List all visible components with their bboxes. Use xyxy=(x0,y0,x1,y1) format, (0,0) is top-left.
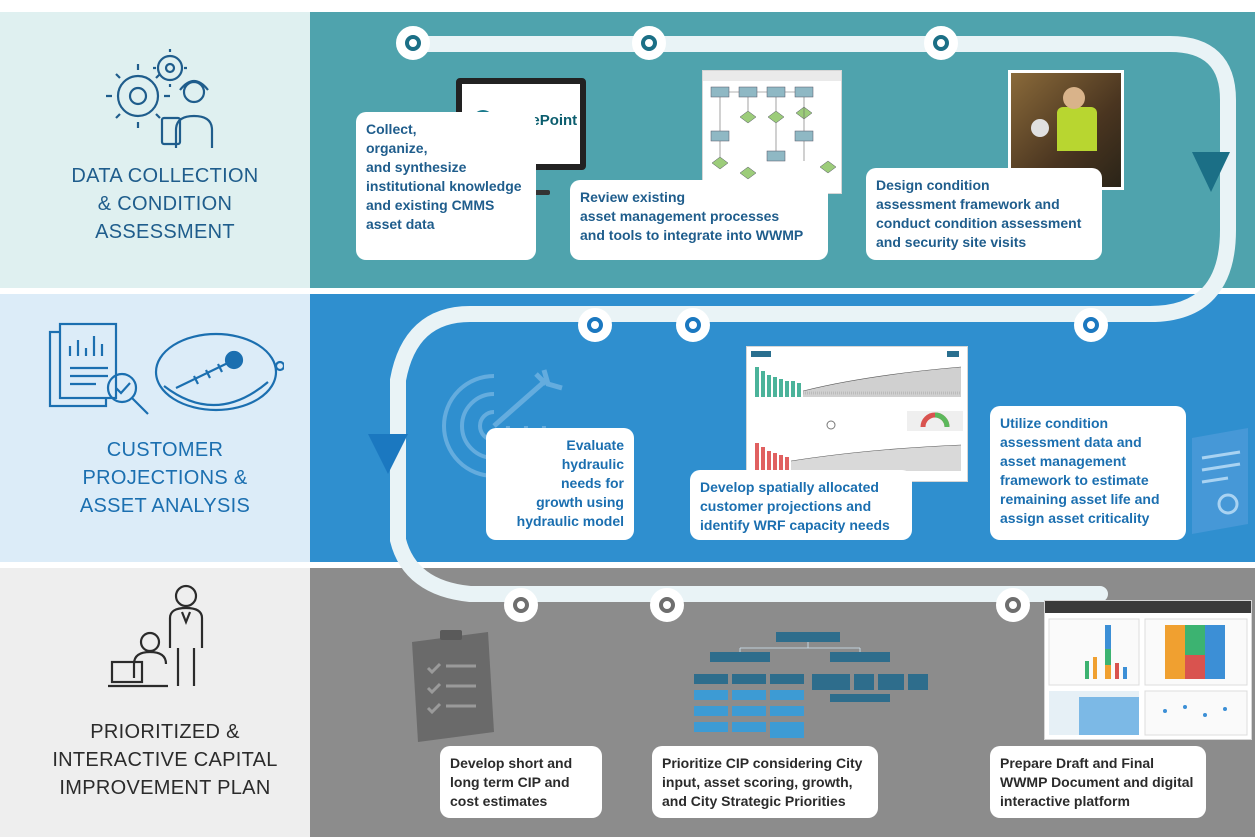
step-node-8 xyxy=(650,588,684,622)
step-card-review-processes: Review existing asset management process… xyxy=(570,180,828,260)
step-card-prepare-draft: Prepare Draft and Final WWMP Document an… xyxy=(990,746,1206,818)
card-4-line-5: hydraulic model xyxy=(516,513,624,529)
card-7-line-2: long term CIP and xyxy=(450,774,570,790)
card-9-line-2: WWMP Document and digital xyxy=(1000,774,1194,790)
band-2-label-line-3: ASSET ANALYSIS xyxy=(79,495,251,517)
card-2-line-1: Review existing xyxy=(580,189,686,205)
card-5-line-3: identify WRF capacity needs xyxy=(700,517,890,533)
capacity-dashboard-image xyxy=(746,346,968,482)
card-6-line-2: assessment data and xyxy=(1000,434,1142,450)
band-3-label-line-2: INTERACTIVE CAPITAL xyxy=(52,749,278,771)
step-card-prioritize-cip: Prioritize CIP considering City input, a… xyxy=(652,746,878,818)
card-5-line-2: customer projections and xyxy=(700,498,872,514)
card-3-line-4: and security site visits xyxy=(876,234,1027,250)
band-1-label: DATA COLLECTION & CONDITION ASSESSMENT xyxy=(10,162,320,246)
card-5-line-1: Develop spatially allocated xyxy=(700,479,879,495)
certificate-icon xyxy=(1184,424,1250,534)
report-magnifier-icon xyxy=(44,316,286,436)
step-card-short-long-cip: Develop short and long term CIP and cost… xyxy=(440,746,602,818)
card-2-line-3: and tools to integrate into WWMP xyxy=(580,227,804,243)
card-7-line-1: Develop short and xyxy=(450,755,573,771)
card-6-line-1: Utilize condition xyxy=(1000,415,1109,431)
band-3-label-line-3: IMPROVEMENT PLAN xyxy=(59,777,271,799)
step-card-collect-data: Collect, organize, and synthesize instit… xyxy=(356,112,536,260)
step-card-design-condition: Design condition assessment framework an… xyxy=(866,168,1102,260)
band-2-label-line-1: CUSTOMER xyxy=(106,439,224,461)
card-6-line-5: remaining asset life and xyxy=(1000,491,1160,507)
card-1-line-2: organize, xyxy=(366,140,428,156)
band-3-left-panel xyxy=(0,568,330,837)
step-card-customer-projections: Develop spatially allocated customer pro… xyxy=(690,470,912,540)
step-node-4 xyxy=(578,308,612,342)
card-1-line-6: asset data xyxy=(366,216,435,232)
card-6-line-4: framework to estimate xyxy=(1000,472,1149,488)
step-node-3 xyxy=(924,26,958,60)
band-1-label-line-2: & CONDITION xyxy=(97,193,233,215)
step-card-utilize-condition: Utilize condition assessment data and as… xyxy=(990,406,1186,540)
card-6-line-6: assign asset criticality xyxy=(1000,510,1150,526)
prioritization-tree-image xyxy=(690,630,930,750)
step-node-2 xyxy=(632,26,666,60)
card-1-line-3: and synthesize xyxy=(366,159,467,175)
card-3-line-1: Design condition xyxy=(876,177,990,193)
band-1-label-line-3: ASSESSMENT xyxy=(95,221,235,243)
band-3-label-line-1: PRIORITIZED & xyxy=(90,721,240,743)
step-card-evaluate-hydraulic: Evaluate hydraulic needs for growth usin… xyxy=(486,428,634,540)
card-8-line-1: Prioritize CIP considering City xyxy=(662,755,863,771)
card-7-line-3: cost estimates xyxy=(450,793,548,809)
card-4-line-4: growth using xyxy=(536,494,624,510)
checklist-clipboard-icon xyxy=(406,628,496,744)
card-9-line-3: interactive platform xyxy=(1000,793,1130,809)
card-4-line-2: hydraulic xyxy=(561,456,624,472)
card-6-line-3: asset management xyxy=(1000,453,1127,469)
card-3-line-3: conduct condition assessment xyxy=(876,215,1082,231)
step-node-1 xyxy=(396,26,430,60)
band-3-label: PRIORITIZED & INTERACTIVE CAPITAL IMPROV… xyxy=(10,718,320,802)
band-1-label-line-1: DATA COLLECTION xyxy=(71,165,259,187)
team-meeting-icon xyxy=(104,578,224,698)
band-2-label: CUSTOMER PROJECTIONS & ASSET ANALYSIS xyxy=(10,436,320,520)
band-2-left-panel xyxy=(0,294,330,562)
step-node-6 xyxy=(1074,308,1108,342)
card-3-line-2: assessment framework and xyxy=(876,196,1060,212)
card-1-line-4: institutional knowledge xyxy=(366,178,522,194)
card-1-line-5: and existing CMMS xyxy=(366,197,495,213)
step-node-9 xyxy=(996,588,1030,622)
process-flowchart-image xyxy=(702,70,842,194)
step-node-7 xyxy=(504,588,538,622)
band-2-label-line-2: PROJECTIONS & xyxy=(82,467,248,489)
gears-worker-icon xyxy=(100,48,230,158)
card-4-line-3: needs for xyxy=(560,475,624,491)
interactive-dashboard-image xyxy=(1044,600,1252,740)
card-2-line-2: asset management processes xyxy=(580,208,780,224)
card-8-line-2: input, asset scoring, growth, xyxy=(662,774,853,790)
card-9-line-1: Prepare Draft and Final xyxy=(1000,755,1155,771)
step-node-5 xyxy=(676,308,710,342)
card-1-line-1: Collect, xyxy=(366,121,417,137)
card-4-line-1: Evaluate xyxy=(566,437,624,453)
card-8-line-3: and City Strategic Priorities xyxy=(662,793,846,809)
